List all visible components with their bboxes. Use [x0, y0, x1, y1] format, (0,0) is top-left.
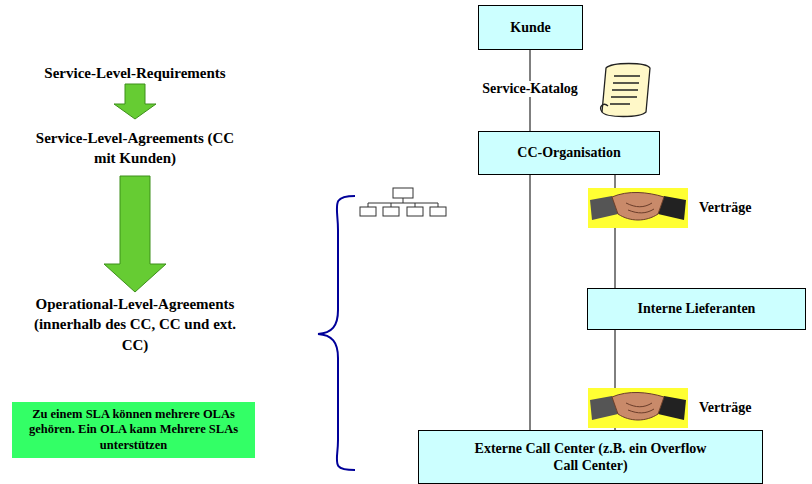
edge-label: Verträge [697, 200, 753, 216]
box-text: Interne Lieferanten [638, 300, 756, 318]
box-text: Kunde [510, 19, 550, 37]
process-box: CC-Organisation [478, 131, 660, 175]
edge-label: Verträge [697, 400, 753, 416]
edge-label: Service-Katalog [480, 81, 580, 97]
catalog-icon [601, 64, 650, 117]
box-text: Zu einem SLA können mehrere OLAs gehören… [19, 407, 248, 454]
level-label: Service-Level-Agreements (CC mit Kunden) [25, 128, 245, 169]
org-chart-icon [360, 188, 446, 216]
flow-arrow [104, 176, 166, 292]
process-box: Externe Call Center (z.B. ein Overflow C… [418, 430, 763, 484]
box-text: CC-Organisation [517, 144, 620, 162]
level-label: Operational-Level-Agreements (innerhalb … [19, 294, 251, 355]
process-box: Kunde [478, 5, 583, 50]
box-text: Externe Call Center (z.B. ein Overflow C… [475, 440, 707, 475]
connector-line [530, 175, 531, 430]
flow-arrow [114, 84, 156, 119]
handshake-icon [588, 388, 688, 428]
level-label: Service-Level-Requirements [5, 63, 265, 83]
curly-bracket [318, 196, 355, 470]
process-box: Zu einem SLA können mehrere OLAs gehören… [12, 402, 255, 458]
process-box: Interne Lieferanten [587, 288, 806, 330]
handshake-icon [588, 188, 688, 228]
